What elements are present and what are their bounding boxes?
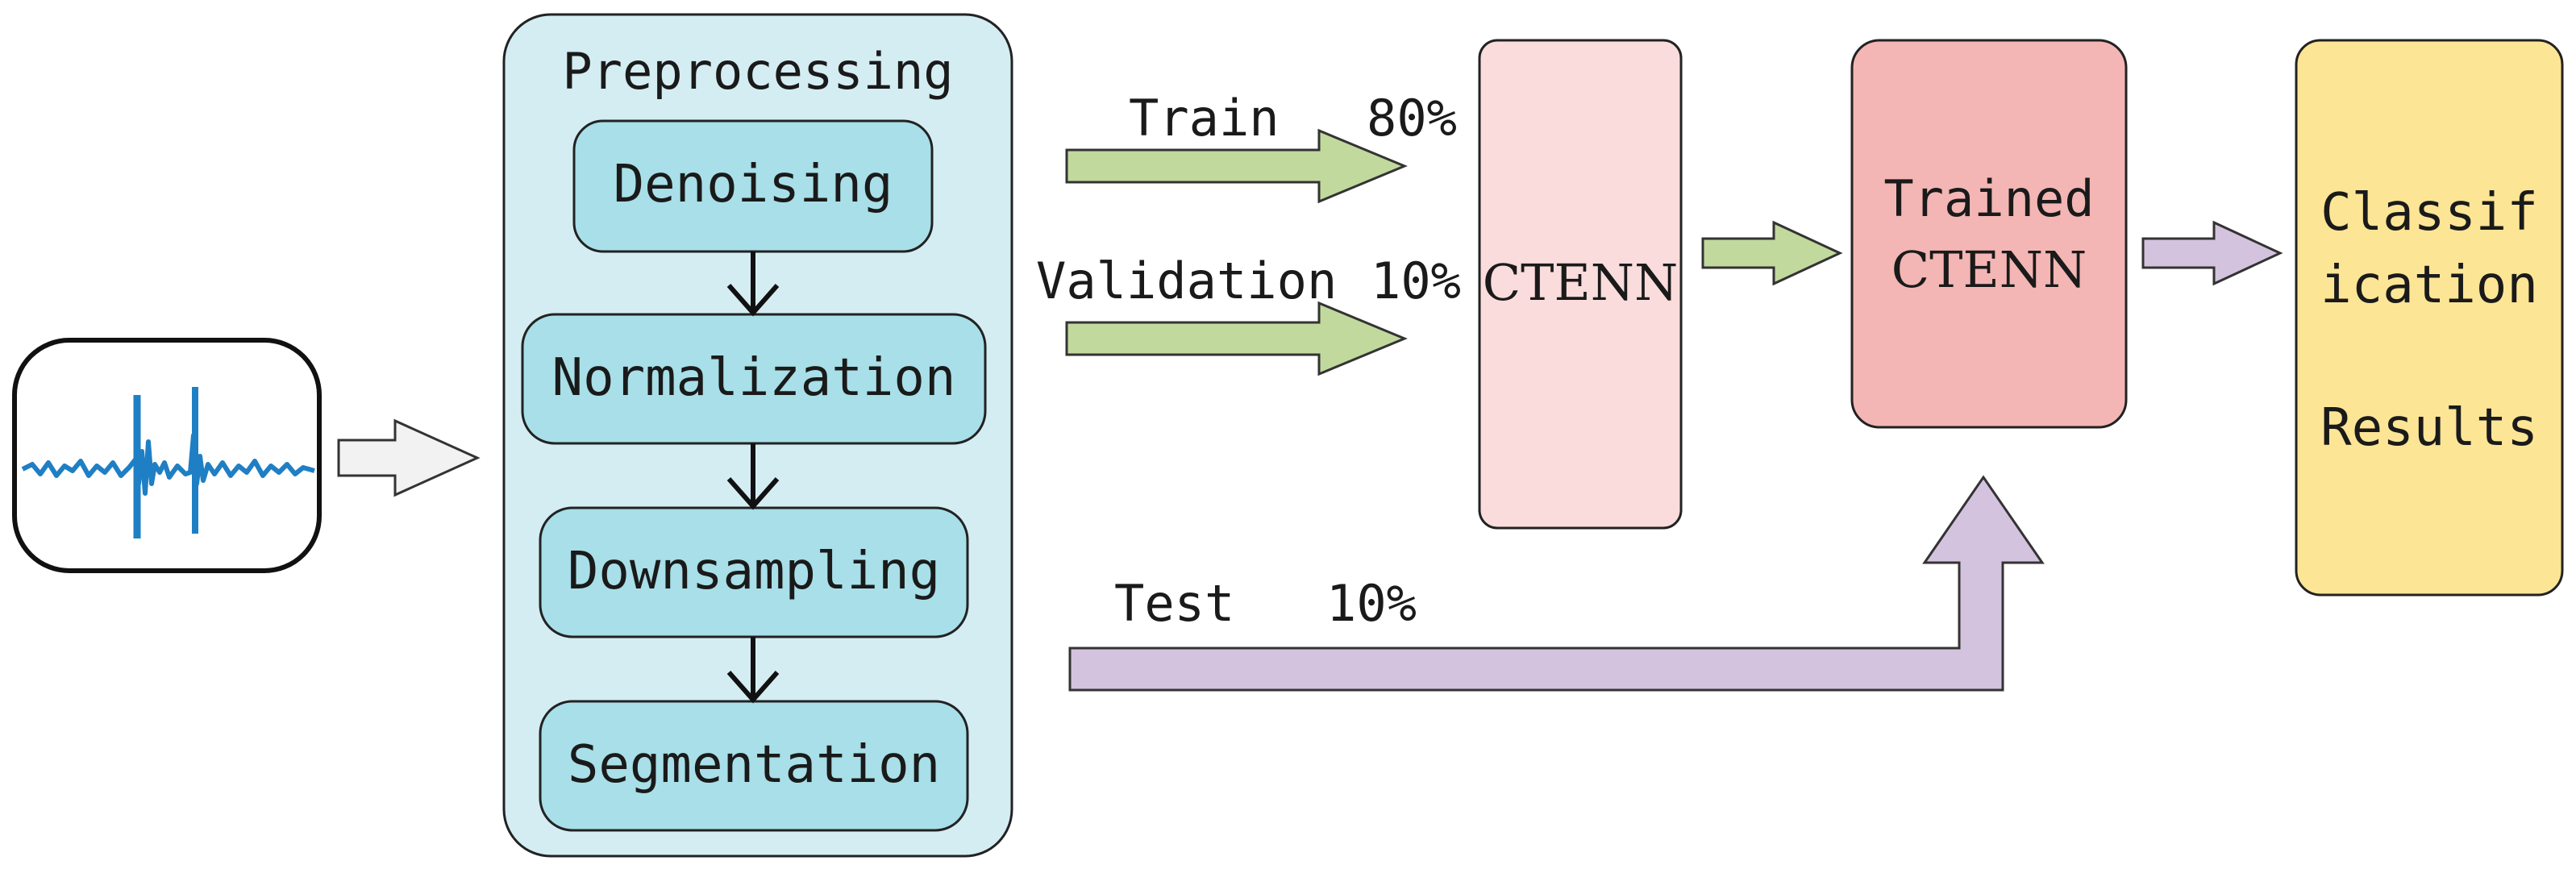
step-connector-3 [726, 637, 780, 704]
train-split: Train 80% [1065, 89, 1457, 204]
validation-arrow [1065, 301, 1408, 376]
validation-split: Validation 10% [1036, 252, 1461, 376]
step-connector-2 [726, 443, 780, 510]
test-percent: 10% [1326, 574, 1417, 633]
test-label: Test [1114, 574, 1234, 633]
results-line-1: Classif [2320, 183, 2538, 243]
validation-label: Validation [1036, 252, 1337, 310]
preprocessing-panel: Preprocessing Denoising Normalization Do… [502, 13, 1013, 858]
results-line-3: Results [2320, 398, 2538, 458]
trained-line-1: Trained [1883, 169, 2094, 228]
classification-results: Classif ication Results [2295, 39, 2564, 597]
trained-ctenn-model: Trained CTENN [1850, 39, 2128, 429]
validation-percent: 10% [1371, 252, 1461, 310]
step-segmentation: Segmentation [568, 735, 940, 795]
step-connector-1 [726, 252, 780, 317]
trained-to-results-arrow [2141, 220, 2283, 286]
input-signal-panel [12, 338, 322, 573]
results-line-2: ication [2320, 256, 2538, 315]
ctenn-label: CTENN [1483, 253, 1679, 312]
test-split: Test 10% [1068, 475, 2045, 692]
input-arrow [337, 418, 481, 497]
preprocessing-title: Preprocessing [562, 42, 953, 101]
step-downsampling: Downsampling [568, 542, 940, 601]
signal-waveform-icon [21, 433, 315, 496]
step-denoising: Denoising [614, 155, 893, 214]
train-label: Train [1129, 89, 1280, 148]
step-normalization: Normalization [552, 348, 956, 408]
test-arrow [1068, 475, 2045, 692]
model-to-trained-arrow [1701, 220, 1843, 286]
train-percent: 80% [1367, 89, 1457, 148]
train-arrow [1065, 128, 1408, 204]
trained-line-2: CTENN [1891, 240, 2087, 299]
ctenn-model: CTENN [1478, 39, 1683, 530]
